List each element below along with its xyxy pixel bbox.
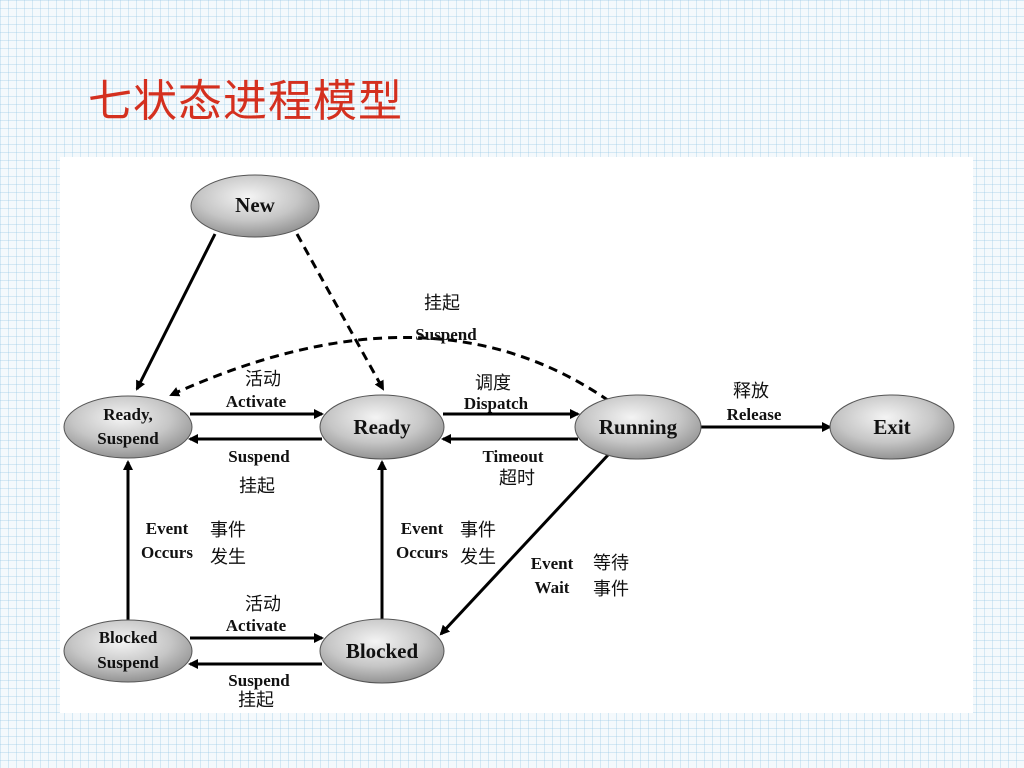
state-new: New (190, 174, 320, 238)
label-event-occurs-mid-zh-1: 事件 (460, 520, 496, 541)
slide-title: 七状态进程模型 (88, 76, 403, 127)
label-activate-lower-en: Activate (226, 616, 287, 635)
state-blocked: Blocked (319, 618, 445, 684)
edge-running-to-ready-suspend-dashed (169, 336, 610, 403)
state-ready-suspend-label-line1: Ready, (103, 405, 153, 424)
state-blocked-label: Blocked (346, 639, 419, 663)
label-event-wait-en-1: Event (531, 554, 574, 573)
label-suspend-upper-zh: 挂起 (239, 476, 275, 497)
label-event-occurs-left-zh-2: 发生 (210, 547, 246, 568)
label-event-wait-zh-2: 事件 (593, 579, 629, 600)
state-running: Running (574, 394, 702, 460)
label-release-en: Release (727, 405, 782, 424)
state-new-label: New (235, 193, 275, 217)
state-blocked-suspend-label-line1: Blocked (99, 628, 158, 647)
label-activate-lower-zh: 活动 (245, 594, 281, 615)
label-release-zh: 释放 (733, 381, 769, 402)
label-suspend-upper-en: Suspend (228, 447, 290, 466)
state-ready-suspend: Ready, Suspend (63, 395, 193, 459)
state-exit: Exit (829, 394, 955, 460)
label-event-wait-zh-1: 等待 (593, 553, 629, 574)
state-exit-label: Exit (873, 415, 910, 439)
label-timeout-zh: 超时 (499, 468, 535, 489)
label-event-occurs-mid-en-1: Event (401, 519, 444, 538)
state-diagram: New Ready, Suspend Ready Running Exit Bl… (63, 174, 955, 711)
edge-new-to-ready-dashed (295, 233, 385, 391)
state-ready-label: Ready (353, 415, 411, 439)
label-event-wait-en-2: Wait (535, 578, 570, 597)
label-event-occurs-left-en-1: Event (146, 519, 189, 538)
label-activate-upper-en: Activate (226, 392, 287, 411)
label-event-occurs-mid-zh-2: 发生 (460, 547, 496, 568)
label-timeout-en: Timeout (482, 447, 543, 466)
state-ready-suspend-label-line2: Suspend (97, 429, 159, 448)
label-event-occurs-mid-en-2: Occurs (396, 543, 448, 562)
label-event-occurs-left-en-2: Occurs (141, 543, 193, 562)
state-ready: Ready (319, 394, 445, 460)
label-event-occurs-left-zh-1: 事件 (210, 520, 246, 541)
state-running-label: Running (599, 415, 678, 439)
state-blocked-suspend-label-line2: Suspend (97, 653, 159, 672)
label-suspend-top-zh: 挂起 (424, 293, 460, 314)
label-suspend-top-en: Suspend (415, 325, 477, 344)
state-blocked-suspend: Blocked Suspend (63, 619, 193, 683)
label-dispatch-zh: 调度 (475, 373, 511, 394)
edge-new-to-ready-suspend (135, 233, 217, 391)
state-diagram-panel: New Ready, Suspend Ready Running Exit Bl… (60, 157, 973, 713)
label-dispatch-en: Dispatch (464, 394, 529, 413)
edge-running-to-blocked (439, 453, 610, 636)
label-suspend-lower-en: Suspend (228, 671, 290, 690)
label-suspend-lower-zh: 挂起 (238, 690, 274, 711)
label-activate-upper-zh: 活动 (245, 369, 281, 390)
